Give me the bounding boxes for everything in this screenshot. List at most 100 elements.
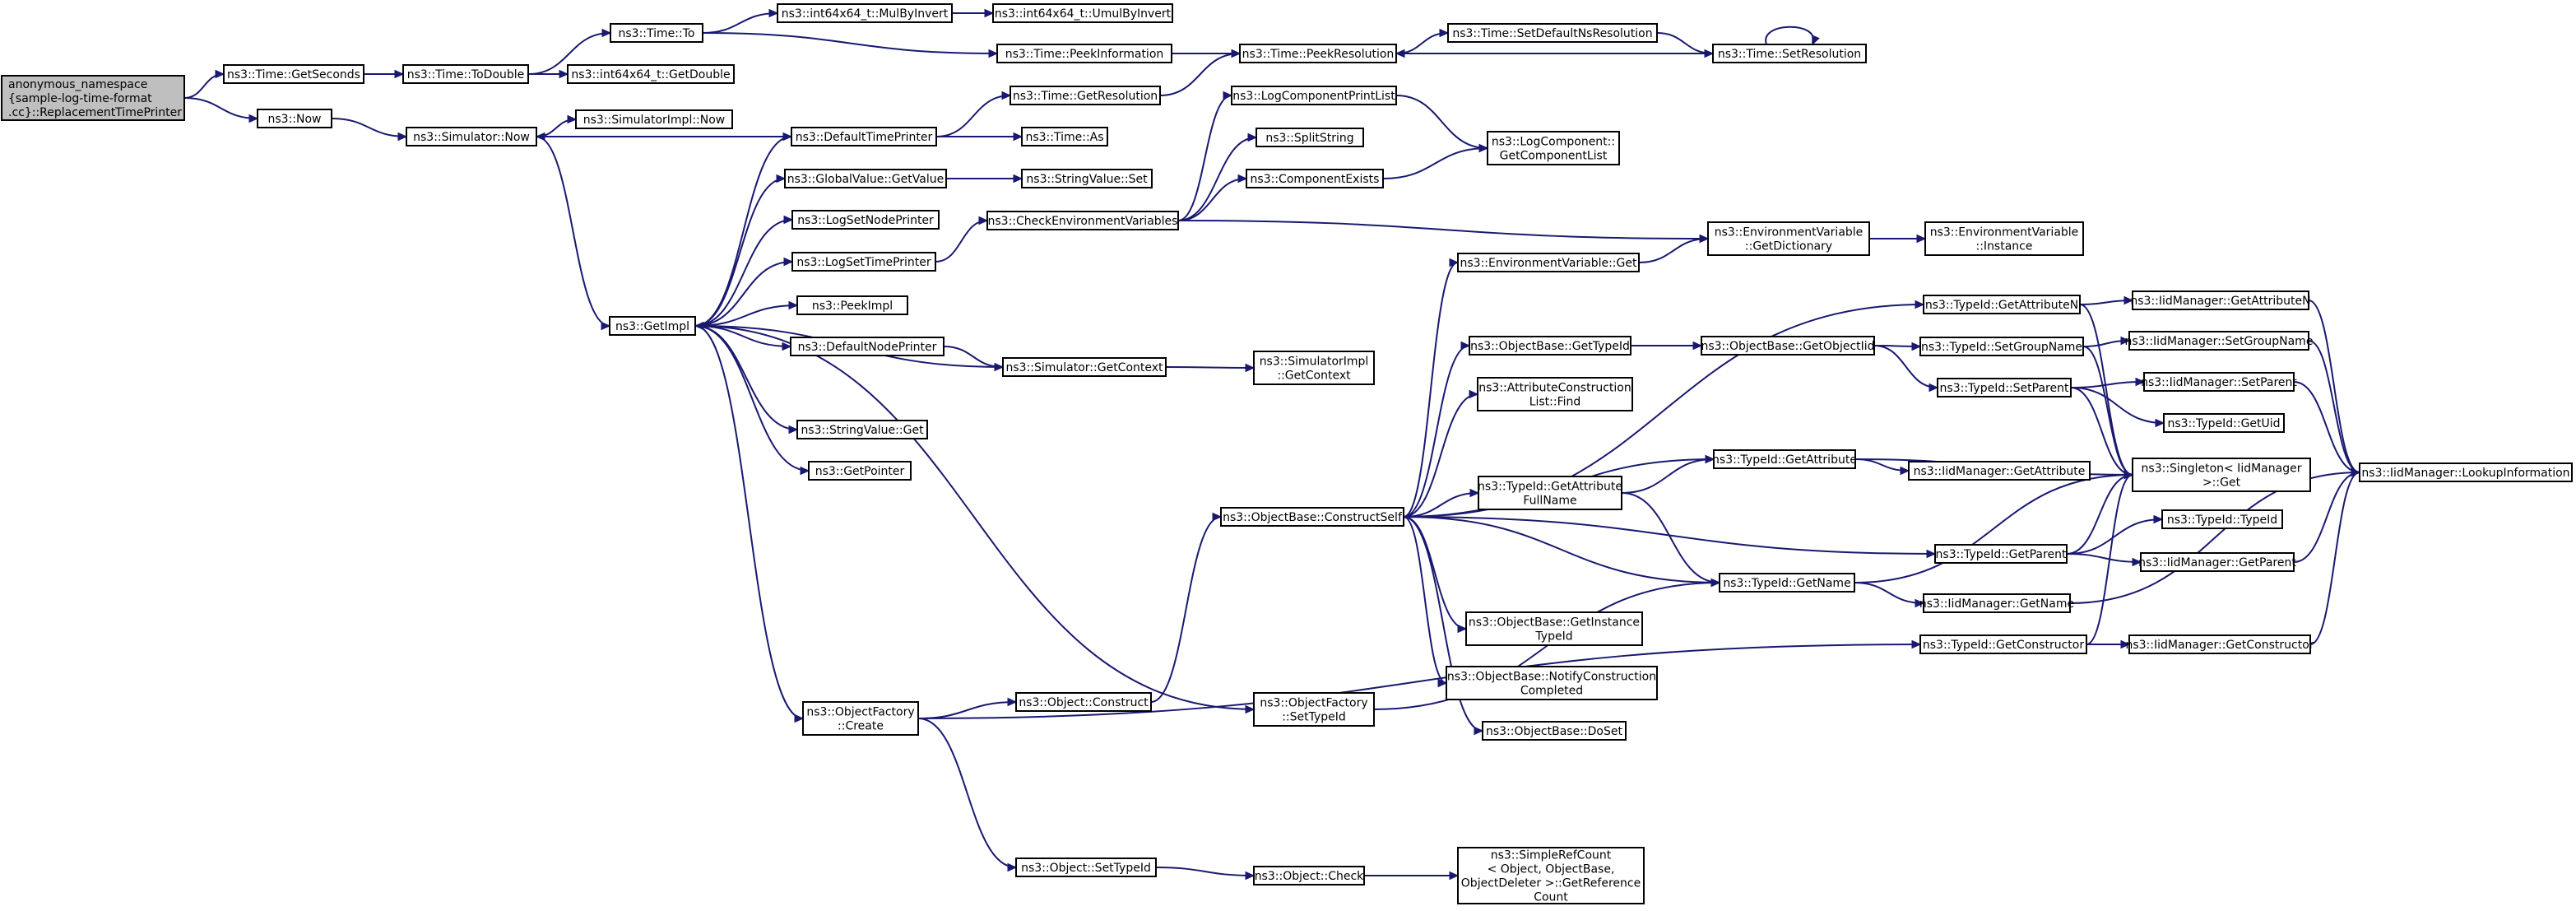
function-node-splitstring[interactable]: ns3::SplitString: [1256, 128, 1364, 147]
function-node-singletonget[interactable]: ns3::Singleton< IidManager>::Get: [2132, 458, 2311, 492]
edge-arrowhead: [1395, 49, 1405, 58]
edge-arrowhead: [601, 321, 611, 331]
function-node-getcomponentlist[interactable]: ns3::LogComponent::GetComponentList: [1487, 131, 1620, 165]
function-node-setresolution[interactable]: ns3::Time::SetResolution: [1712, 44, 1867, 63]
node-label-line: ns3::LogComponent::: [1492, 136, 1615, 149]
function-node-objfactorycreate[interactable]: ns3::ObjectFactory::Create: [802, 701, 919, 736]
node-box: [2143, 372, 2295, 392]
function-node-iidsetgroupname[interactable]: ns3::IidManager::SetGroupName: [2125, 331, 2314, 351]
node-box: [1015, 692, 1152, 712]
function-node-simimplnow[interactable]: ns3::SimulatorImpl::Now: [575, 109, 733, 129]
function-node-umulbyinvert[interactable]: ns3::int64x64_t::UmulByInvert: [992, 3, 1173, 23]
function-node-envgetdict[interactable]: ns3::EnvironmentVariable::GetDictionary: [1707, 221, 1870, 256]
edge-line: [536, 136, 610, 327]
function-node-logsetnodeprinter[interactable]: ns3::LogSetNodePrinter: [791, 210, 940, 230]
edge-arrowhead: [1245, 871, 1256, 881]
function-node-simplerefcount[interactable]: ns3::SimpleRefCount< Object, ObjectBase,…: [1457, 847, 1645, 904]
function-node-iidlookup[interactable]: ns3::IidManager::LookupInformation: [2359, 462, 2573, 482]
function-node-to[interactable]: ns3::Time::To: [610, 23, 703, 43]
edge-arrowhead: [1457, 624, 1468, 634]
node-box: [796, 420, 928, 439]
function-node-getobjectiid[interactable]: ns3::ObjectBase::GetObjectIid: [1701, 336, 1875, 356]
edge-line: [1403, 516, 1467, 630]
function-node-getseconds[interactable]: ns3::Time::GetSeconds: [223, 64, 364, 84]
function-node-tidtypeid[interactable]: ns3::TypeId::TypeId: [2161, 509, 2283, 529]
function-node-now[interactable]: ns3::Now: [257, 109, 332, 128]
function-node-setdefaultns[interactable]: ns3::Time::SetDefaultNsResolution: [1447, 23, 1658, 43]
function-node-tidgetuid[interactable]: ns3::TypeId::GetUid: [2163, 413, 2285, 433]
function-node-stringvalueset[interactable]: ns3::StringValue::Set: [1021, 169, 1153, 188]
function-node-simgetcontext[interactable]: ns3::Simulator::GetContext: [1002, 357, 1167, 377]
function-node-simimplgetcontext[interactable]: ns3::SimulatorImpl::GetContext: [1253, 351, 1375, 385]
node-label-line: ns3::ObjectBase::GetTypeId: [1470, 340, 1630, 353]
function-node-defaulttimeprinter[interactable]: ns3::DefaultTimePrinter: [791, 127, 937, 146]
function-node-tidgetname[interactable]: ns3::TypeId::GetName: [1719, 573, 1855, 593]
function-node-getdouble[interactable]: ns3::int64x64_t::GetDouble: [567, 64, 735, 84]
node-label-line: TypeId: [1534, 630, 1572, 644]
call-edge-envgetdict-to-envinstance: [1869, 234, 1927, 244]
function-node-mulbyinvert[interactable]: ns3::int64x64_t::MulByInvert: [777, 3, 953, 23]
function-node-logcompprintlist[interactable]: ns3::LogComponentPrintList: [1231, 86, 1397, 105]
function-node-tidsetparent[interactable]: ns3::TypeId::SetParent: [1937, 378, 2072, 397]
edge-line: [694, 325, 810, 472]
function-node-getresolution[interactable]: ns3::Time::GetResolution: [1010, 86, 1161, 105]
edge-line: [1873, 345, 1938, 388]
function-node-simnow[interactable]: ns3::Simulator::Now: [406, 127, 537, 146]
function-node-todouble[interactable]: ns3::Time::ToDouble: [402, 64, 529, 84]
function-node-iidgetconstructor[interactable]: ns3::IidManager::GetConstructor: [2125, 634, 2314, 654]
function-node-peekimpl[interactable]: ns3::PeekImpl: [796, 295, 908, 315]
function-node-objectconstruct[interactable]: ns3::Object::Construct: [1015, 692, 1152, 712]
node-label-line: ns3::StringValue::Get: [801, 424, 924, 437]
function-node-stringvalueget[interactable]: ns3::StringValue::Get: [796, 420, 928, 439]
node-label-line: ns3::ObjectBase::GetObjectIid: [1701, 340, 1874, 353]
function-node-tidgetattributen[interactable]: ns3::TypeId::GetAttributeN: [1923, 295, 2081, 314]
node-label-line: ns3::DefaultTimePrinter: [796, 131, 933, 144]
call-edge-logsettimeprinter-to-checkenv: [935, 216, 989, 263]
function-node-tidgetattribute[interactable]: ns3::TypeId::GetAttribute: [1712, 449, 1857, 469]
function-node-iidgetattributen[interactable]: ns3::IidManager::GetAttributeN: [2130, 290, 2311, 310]
edge-line: [331, 118, 407, 137]
call-edge-getimpl-to-peekimpl: [694, 300, 799, 327]
node-label-line: ns3::IidManager::SetGroupName: [2125, 335, 2314, 348]
edge-arrowhead: [1916, 234, 1927, 244]
function-node-doset[interactable]: ns3::ObjectBase::DoSet: [1482, 721, 1627, 741]
function-node-getimpl[interactable]: ns3::GetImpl: [609, 316, 696, 336]
function-node-iidsetparent[interactable]: ns3::IidManager::SetParent: [2141, 372, 2297, 392]
function-node-peekinformation[interactable]: ns3::Time::PeekInformation: [996, 44, 1172, 63]
function-node-checkenv[interactable]: ns3::CheckEnvironmentVariables: [986, 211, 1179, 230]
node-box: [1256, 128, 1364, 147]
node-box: [1239, 44, 1397, 63]
function-node-defaultnodeprinter[interactable]: ns3::DefaultNodePrinter: [790, 337, 945, 356]
function-node-logsettimeprinter[interactable]: ns3::LogSetTimePrinter: [791, 252, 936, 272]
edge-arrowhead: [1001, 91, 1012, 100]
call-edge-constructself-to-doset: [1403, 516, 1484, 736]
function-node-getpointer[interactable]: ns3::GetPointer: [808, 461, 912, 481]
call-edge-tidsetgroupname-to-iidsetgroupname: [2082, 336, 2131, 347]
function-node-objfactorysettypeid[interactable]: ns3::ObjectFactory::SetTypeId: [1253, 692, 1375, 727]
function-node-iidgetname[interactable]: ns3::IidManager::GetName: [1919, 593, 2074, 613]
function-node-tidsetgroupname[interactable]: ns3::TypeId::SetGroupName: [1919, 337, 2084, 356]
function-node-objectcheck[interactable]: ns3::Object::Check: [1253, 866, 1365, 885]
function-node-globalvalue[interactable]: ns3::GlobalValue::GetValue: [784, 169, 947, 188]
function-node-objectsettypeid[interactable]: ns3::Object::SetTypeId: [1015, 858, 1157, 877]
function-node-iidgetparent[interactable]: ns3::IidManager::GetParent: [2138, 552, 2296, 572]
function-node-componentexists[interactable]: ns3::ComponentExists: [1246, 169, 1384, 188]
function-node-timeas[interactable]: ns3::Time::As: [1021, 127, 1108, 146]
function-node-peekresolution[interactable]: ns3::Time::PeekResolution: [1239, 44, 1397, 63]
function-node-obgettypeid[interactable]: ns3::ObjectBase::GetTypeId: [1469, 336, 1631, 356]
function-node-envinstance[interactable]: ns3::EnvironmentVariable::Instance: [1924, 221, 2084, 256]
edge-arrowhead: [2155, 418, 2165, 428]
function-node-root[interactable]: anonymous_namespace{sample-log-time-form…: [1, 75, 185, 121]
node-box: [1253, 866, 1365, 885]
function-node-notifyconstruction[interactable]: ns3::ObjectBase::NotifyConstructionCompl…: [1446, 666, 1658, 700]
edge-line: [1155, 867, 1255, 876]
function-node-iidgetattribute[interactable]: ns3::IidManager::GetAttribute: [1908, 461, 2091, 481]
function-node-envget[interactable]: ns3::EnvironmentVariable::Get: [1457, 253, 1640, 272]
edge-line: [1165, 366, 1255, 369]
function-node-constructself[interactable]: ns3::ObjectBase::ConstructSelf: [1220, 507, 1404, 527]
function-node-tidgetconstructor[interactable]: ns3::TypeId::GetConstructor: [1919, 634, 2087, 654]
function-node-tidgetparent[interactable]: ns3::TypeId::GetParent: [1934, 544, 2068, 564]
